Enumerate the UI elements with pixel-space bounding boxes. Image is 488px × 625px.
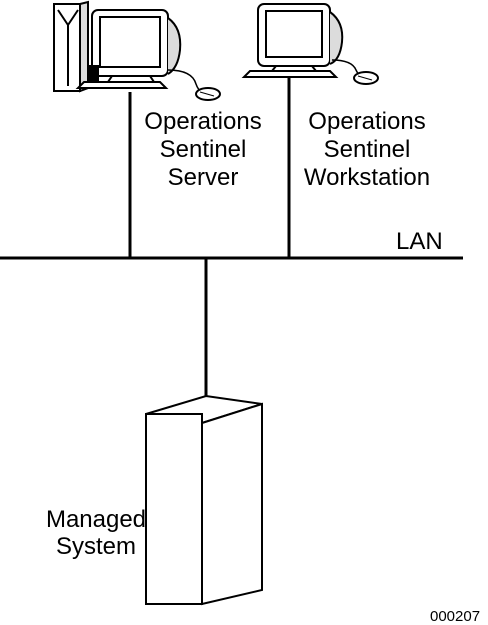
server-computer-icon (53, 0, 221, 101)
server-label-line: Sentinel (159, 136, 247, 163)
workstation-label-line: Operations (308, 108, 426, 135)
workstation-label-line: Workstation (303, 164, 431, 191)
figure-id: 000207 (430, 608, 481, 625)
workstation-label: Operations Sentinel Workstation (292, 108, 442, 192)
managed-system-label-line: Managed (45, 506, 147, 533)
workstation-label-line: Sentinel (323, 136, 411, 163)
managed-system-label: Managed System (16, 506, 176, 560)
server-label-line: Server (167, 164, 239, 191)
managed-system-cabinet-icon (145, 394, 263, 606)
server-label-line: Operations (144, 108, 262, 135)
server-label: Operations Sentinel Server (128, 108, 278, 192)
managed-system-label-line: System (55, 533, 136, 560)
workstation-computer-icon (241, 3, 379, 85)
lan-label: LAN (396, 228, 443, 255)
